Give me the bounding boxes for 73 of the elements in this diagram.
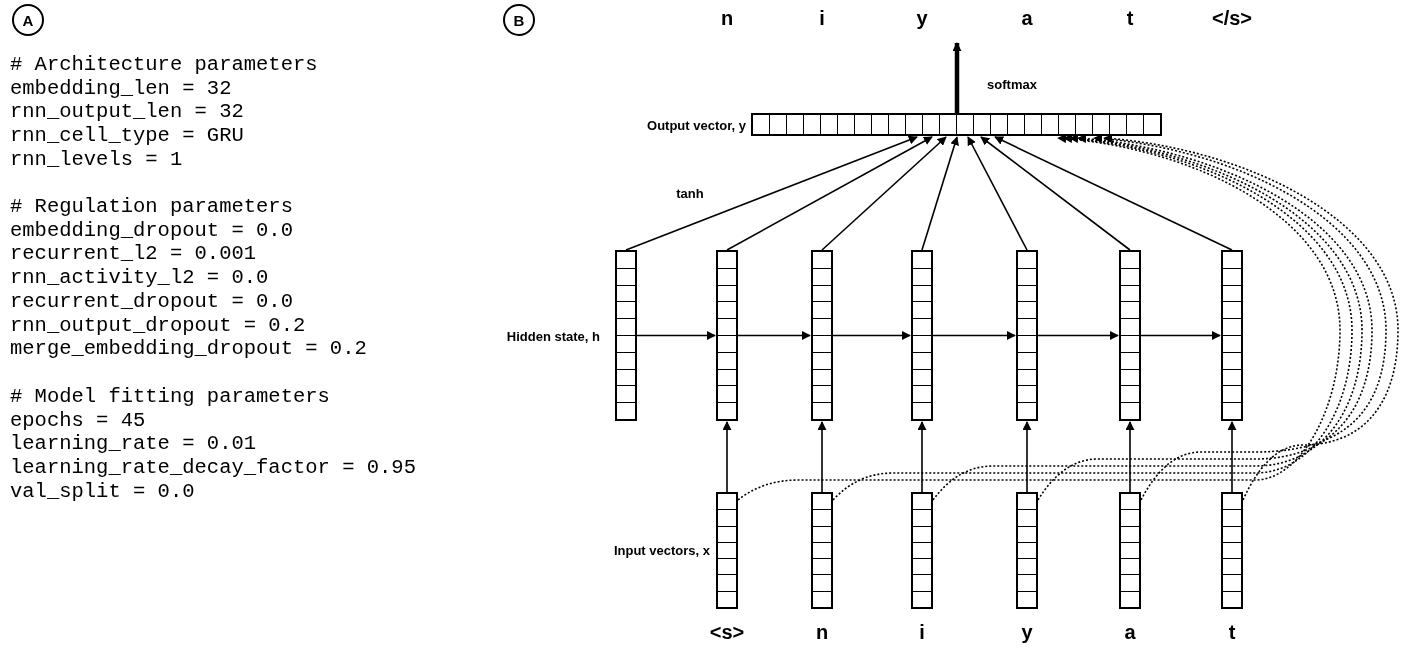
vector-bar (716, 492, 738, 609)
vector-bar (1221, 492, 1243, 609)
arrow (1140, 331, 1221, 340)
token-label: t (1126, 6, 1134, 30)
vector-bar (911, 250, 933, 421)
code-line: recurrent_l2 = 0.001 (10, 241, 257, 265)
token-label: y (1021, 620, 1033, 644)
code-line: rnn_output_dropout = 0.2 (10, 313, 306, 337)
vector-bar (1016, 492, 1038, 609)
function-label: softmax (987, 76, 1037, 92)
function-label: tanh (676, 185, 704, 201)
token-label: n (815, 620, 829, 644)
dotted-arrow (737, 134, 1341, 501)
token-label: i (919, 620, 925, 644)
dotted-arrow (932, 134, 1363, 501)
arrow (1022, 421, 1032, 493)
vector-bar (911, 492, 933, 609)
arrow (636, 331, 716, 340)
token-label: y (916, 6, 928, 30)
arrow (821, 136, 947, 251)
vector-bar (751, 113, 1162, 136)
code-line: merge_embedding_dropout = 0.2 (10, 336, 367, 360)
arrow (967, 136, 1028, 251)
vector-bar (811, 250, 833, 421)
code-line: rnn_levels = 1 (10, 147, 183, 171)
token-label: a (1021, 6, 1033, 30)
code-line: # Model fitting parameters (10, 384, 330, 408)
vector-label: Input vectors, x (613, 542, 710, 558)
vector-label: Hidden state, h (506, 328, 600, 344)
arrow (726, 136, 933, 251)
code-line: rnn_output_len = 32 (10, 99, 244, 123)
arrow (817, 421, 827, 493)
dotted-arrow (832, 134, 1353, 501)
arrow (737, 331, 811, 340)
vector-bar (716, 250, 738, 421)
token-label: t (1228, 620, 1236, 644)
token-label: </s> (1212, 6, 1252, 30)
token-label: <s> (709, 620, 745, 644)
code-line: rnn_activity_l2 = 0.0 (10, 265, 269, 289)
code-line: recurrent_dropout = 0.0 (10, 289, 293, 313)
panel-label: B (503, 4, 535, 36)
vector-bar (1016, 250, 1038, 421)
arrow (980, 136, 1131, 251)
arrow (832, 331, 911, 340)
vector-bar (1119, 250, 1141, 421)
vector-bar (811, 492, 833, 609)
code-line: # Architecture parameters (10, 52, 318, 76)
arrow (917, 421, 927, 493)
code-line: embedding_len = 32 (10, 76, 232, 100)
code-line: embedding_dropout = 0.0 (10, 218, 293, 242)
arrow (1227, 421, 1237, 493)
token-label: i (819, 6, 825, 30)
vector-bar (615, 250, 637, 421)
code-line: learning_rate_decay_factor = 0.95 (10, 455, 416, 479)
code-line: learning_rate = 0.01 (10, 431, 257, 455)
code-line: rnn_cell_type = GRU (10, 123, 244, 147)
vector-label: Output vector, y (647, 117, 746, 133)
arrow (1037, 331, 1119, 340)
arrow (1125, 421, 1135, 493)
arrow (952, 42, 962, 113)
arrow (722, 421, 732, 493)
vector-bar (1119, 492, 1141, 609)
token-label: a (1124, 620, 1136, 644)
code-line: # Regulation parameters (10, 194, 293, 218)
code-line: epochs = 45 (10, 408, 146, 432)
arrow (994, 136, 1233, 251)
arrow (932, 331, 1016, 340)
code-line: val_split = 0.0 (10, 479, 195, 503)
vector-bar (1221, 250, 1243, 421)
arrow (921, 136, 959, 251)
panel-label: A (12, 4, 44, 36)
arrow (625, 135, 918, 251)
token-label: n (720, 6, 734, 30)
